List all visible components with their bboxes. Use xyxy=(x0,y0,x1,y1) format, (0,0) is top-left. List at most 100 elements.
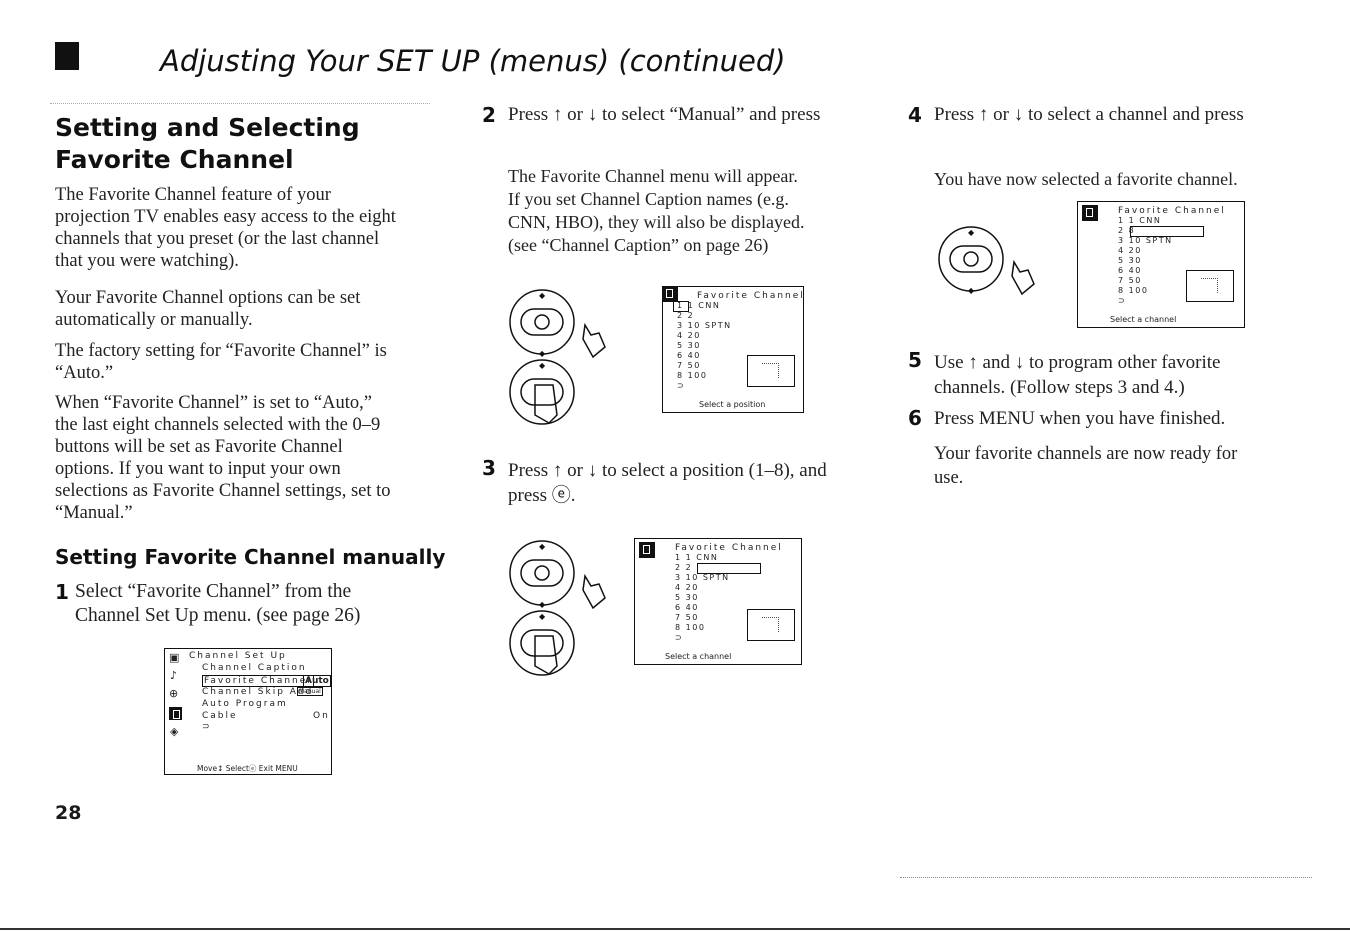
channel-highlight xyxy=(697,563,761,574)
bottom-edge xyxy=(0,928,1350,930)
channel-row: 7 50 xyxy=(677,361,701,370)
channel-row: 6 40 xyxy=(1118,266,1142,275)
svg-text:◆: ◆ xyxy=(539,349,546,358)
channel-setup-menu-screen: ▣ ♪ ⊕ ◈ Channel Set Up Channel Caption F… xyxy=(164,648,332,775)
page-number: 28 xyxy=(55,802,82,824)
paragraph-3: The factory setting for “Favorite Channe… xyxy=(55,340,455,384)
section-heading-line2: Favorite Channel xyxy=(55,145,294,174)
sound-tab-icon: ♪ xyxy=(170,669,178,682)
step-6-text: Press MENU when you have finished. xyxy=(934,408,1226,429)
text-line: “Manual.” xyxy=(55,503,133,523)
svg-text:◆: ◆ xyxy=(539,361,546,370)
channel-row: 3 10 SPTN xyxy=(677,321,732,330)
text-line: When “Favorite Channel” is set to “Auto,… xyxy=(55,393,372,413)
svg-text:◆: ◆ xyxy=(539,600,546,609)
page-title: Adjusting Your SET UP (menus) (continued… xyxy=(160,44,786,78)
divider xyxy=(50,103,430,104)
section-heading: Setting and Selecting Favorite Channel xyxy=(55,112,360,176)
remote-control-illustration: ◆ ◆ ◆ xyxy=(509,289,606,425)
step-2-detail: The Favorite Channel menu will appear. I… xyxy=(508,165,804,257)
channel-row: 5 30 xyxy=(675,593,699,602)
step-1-text: Select “Favorite Channel” from the Chann… xyxy=(75,580,360,628)
screen-title: Favorite Channel xyxy=(697,291,805,301)
svg-text:◆: ◆ xyxy=(968,228,975,237)
channel-tab-icon xyxy=(1082,205,1098,221)
menu-item-cable: Cable xyxy=(202,711,238,721)
subsection-heading: Setting Favorite Channel manually xyxy=(55,545,446,569)
text-line: The Favorite Channel feature of your xyxy=(55,185,331,205)
screen-footer: Select a channel xyxy=(665,652,732,661)
channel-row: 1 1 CNN xyxy=(675,553,719,562)
remote-control-illustration: ◆ ◆ ◆ xyxy=(509,540,606,676)
text-line: Press ↑ or ↓ to select a position (1–8),… xyxy=(508,460,827,481)
screen-footer: Select a position xyxy=(699,400,766,409)
step-number: 4 xyxy=(908,103,922,127)
text-line: If you set Channel Caption names (e.g. xyxy=(508,189,789,209)
text-line: Your favorite channels are now ready for xyxy=(934,444,1238,464)
text-line: Channel Set Up menu. (see page 26) xyxy=(75,605,361,626)
paragraph-4: When “Favorite Channel” is set to “Auto,… xyxy=(55,392,455,524)
step-6-detail: Your favorite channels are now ready for… xyxy=(934,442,1237,490)
step-number: 6 xyxy=(908,406,922,430)
section-heading-line1: Setting and Selecting xyxy=(55,113,360,142)
channel-row: 4 20 xyxy=(677,331,701,340)
channel-row: ⊃ xyxy=(1118,296,1127,305)
channel-row: 3 10 SPTN xyxy=(1118,236,1173,245)
text-line: the last eight channels selected with th… xyxy=(55,415,381,435)
text-line: options. If you want to input your own xyxy=(55,459,341,479)
text-line: (see “Channel Caption” on page 26) xyxy=(508,235,769,255)
position-highlight xyxy=(673,301,689,312)
text-line: “Auto.” xyxy=(55,363,114,383)
screen-title: Favorite Channel xyxy=(1118,206,1226,216)
menu-footer: Move↕ Selectⓔ Exit MENU xyxy=(197,764,298,773)
menu-item-favorite-channel: Favorite Channel xyxy=(202,675,314,687)
channel-row: 8 100 xyxy=(677,371,708,380)
text-line: channels. (Follow steps 3 and 4.) xyxy=(934,377,1185,398)
header-block-icon xyxy=(55,42,79,70)
channel-row: 1 1 CNN xyxy=(677,301,721,310)
channel-row: 3 10 SPTN xyxy=(675,573,730,582)
step-4-detail: You have now selected a favorite channel… xyxy=(934,169,1238,189)
channel-tab-icon xyxy=(169,707,182,720)
text-line: use. xyxy=(934,468,964,488)
svg-text:◆: ◆ xyxy=(539,612,546,621)
menu-title: Channel Set Up xyxy=(189,651,287,661)
text-line: channels that you preset (or the last ch… xyxy=(55,229,380,249)
channel-row: 8 100 xyxy=(1118,286,1149,295)
channel-row: 8 100 xyxy=(675,623,706,632)
text-line: The Favorite Channel menu will appear. xyxy=(508,166,798,186)
text-line: selections as Favorite Channel settings,… xyxy=(55,481,391,501)
screen-footer: Select a channel xyxy=(1110,315,1177,324)
step-3-text: Press ↑ or ↓ to select a position (1–8),… xyxy=(508,458,827,508)
skip-value: Manual xyxy=(297,687,323,696)
channel-row: 6 40 xyxy=(675,603,699,612)
text-line: press ⓔ. xyxy=(508,485,576,506)
text-line: CNN, HBO), they will also be displayed. xyxy=(508,212,805,232)
setup-tab-icon: ▣ xyxy=(169,651,180,664)
step-number: 5 xyxy=(908,348,922,372)
timer-tab-icon: ⊕ xyxy=(169,687,179,700)
paragraph-2: Your Favorite Channel options can be set… xyxy=(55,287,455,331)
menu-item-return: ⊃ xyxy=(202,722,212,732)
remote-control-illustration: ◆ ◆ xyxy=(938,226,1035,296)
menu-item-auto-program: Auto Program xyxy=(202,699,288,709)
channel-tab-icon xyxy=(639,542,655,558)
channel-tab-icon xyxy=(662,286,678,302)
favorite-channel-screen-selected: Favorite Channel 1 1 CNN 2 8 3 10 SPTN 4… xyxy=(1077,201,1245,328)
channel-highlight xyxy=(1130,226,1204,237)
step-number: 3 xyxy=(482,456,496,480)
step-2-text: Press ↑ or ↓ to select “Manual” and pres… xyxy=(508,104,821,125)
channel-row: 1 1 CNN xyxy=(1118,216,1162,225)
svg-text:◆: ◆ xyxy=(539,291,546,300)
svg-text:◆: ◆ xyxy=(539,542,546,551)
paragraph-1: The Favorite Channel feature of your pro… xyxy=(55,184,455,272)
favorite-channel-screen-position: Favorite Channel 1 1 CNN 2 2 3 10 SPTN 4… xyxy=(662,286,804,413)
text-line: buttons will be set as Favorite Channel xyxy=(55,437,343,457)
channel-row: 5 30 xyxy=(677,341,701,350)
text-line: Your Favorite Channel options can be set xyxy=(55,288,361,308)
step-4-text: Press ↑ or ↓ to select a channel and pre… xyxy=(934,104,1244,125)
channel-row: 2 2 xyxy=(677,311,695,320)
channel-row: ⊃ xyxy=(677,381,686,390)
channel-preview-window xyxy=(747,355,795,387)
channel-row: 7 50 xyxy=(675,613,699,622)
